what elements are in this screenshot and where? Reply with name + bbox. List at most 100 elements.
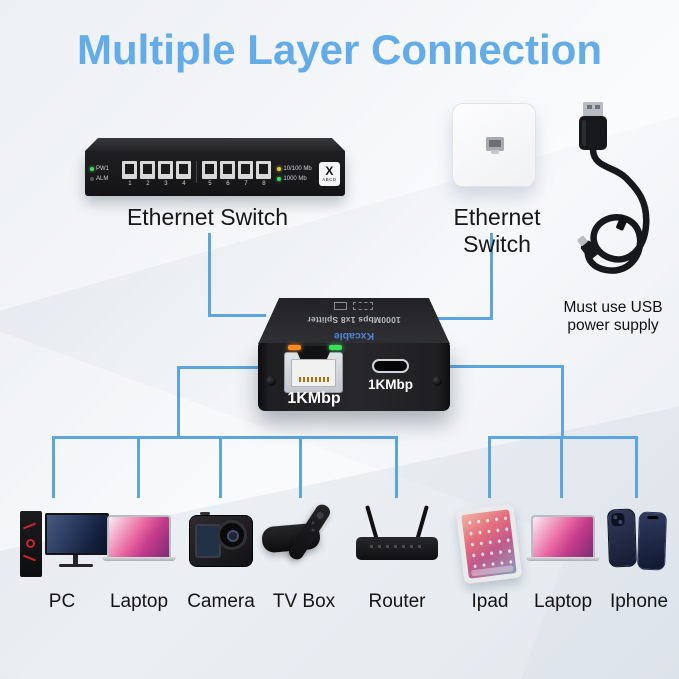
usb-cable-icon [577,102,650,274]
connection-line [488,436,491,498]
splitter-top-print: Kxcable 1000Mbps 1x8 Splitter [282,302,426,342]
port-number: 3 [164,180,168,187]
connection-line [437,317,493,320]
camera-icon [182,503,260,589]
splitter-brand: Kxcable [333,330,375,342]
connection-line [635,436,638,498]
rj45-port-icon: 7 [238,160,254,187]
device-label: Iphone [609,591,669,612]
rj45-port-icon: 5 [202,160,218,187]
device-router: Router [352,503,442,615]
device-camera: Camera [182,503,260,615]
rj45-hole [291,359,336,387]
ethernet-switch-caption: Ethernet Switch [126,204,289,230]
dashed-port-icon [353,302,374,310]
device-ipad: Ipad [450,503,530,615]
port-number: 1 [128,180,132,187]
laptop-icon [524,503,602,589]
screw-icon [266,376,276,386]
device-label: Camera [187,591,255,612]
switch-port-row: 1 2 3 4 5 6 7 8 [122,160,272,187]
port-number: 4 [182,180,186,187]
port-number: 2 [146,180,150,187]
ethernet-switch-image: PW1 ALM 1 2 3 4 5 6 7 8 [85,138,345,196]
splitter-model: 1000Mbps 1x8 Splitter [307,315,401,326]
orange-led-icon [288,345,301,350]
device-label: Laptop [533,591,593,612]
wall-jack-image [452,103,536,187]
device-label: Router [368,591,426,612]
port-number: 8 [262,180,266,187]
speed-led-100: 10/100 Mb [277,166,314,172]
device-label: Ipad [471,591,509,612]
usb-note-line2: power supply [567,316,659,334]
rj45-port-icon: 3 [158,160,174,187]
screw-icon [432,376,442,386]
connection-line [52,436,55,498]
connection-line [208,233,211,317]
brand-x: X [325,163,334,178]
usb-c-port-icon [372,359,409,373]
connection-line [490,233,493,320]
splitter-front-face: 1KMbp 1KMbp [258,343,450,411]
switch-front-face: PW1 ALM 1 2 3 4 5 6 7 8 [85,151,345,196]
connection-line [52,436,398,439]
usb-power-note: Must use USB power supply [552,299,674,335]
rj45-port-icon: 8 [256,160,272,187]
connection-line [219,436,222,498]
connection-line [177,366,283,369]
connection-line [450,365,564,368]
brand-abcd: ABCD [322,176,337,182]
rj45-port-icon: 6 [220,160,236,187]
device-label: Laptop [109,591,169,612]
rj45-pins [298,377,329,382]
device-label: TV Box [272,591,336,612]
device-iphone: Iphone [606,503,672,615]
speed-label-100: 10/100 Mb [283,165,312,172]
green-led-icon [277,176,282,181]
green-led-icon [329,345,342,350]
connection-line [137,436,140,498]
page-title: Multiple Layer Connection [76,26,603,73]
alm-label: ALM [96,175,109,182]
usbc-speed-label: 1KMbp [368,377,413,392]
switch-top-face [85,138,345,151]
port-number: 6 [226,180,230,187]
ipad-icon [450,503,530,589]
device-pc: PC [12,503,112,615]
dim-led-icon [90,176,94,181]
port-diagram-icon [334,302,348,310]
connection-line [395,436,398,498]
connection-line [299,436,302,498]
switch-speed-leds: 10/100 Mb 1000 Mb [277,166,314,182]
switch-brand-badge: X ABCD [318,161,340,186]
router-icon [352,503,442,589]
connection-line [177,366,180,439]
rj45-port-icon [284,346,343,393]
splitter-device-image: Kxcable 1000Mbps 1x8 Splitter 1KMbp 1KMb… [258,298,450,412]
alm-led: ALM [90,176,118,182]
yellow-led-icon [277,166,282,171]
pc-icon [12,503,112,589]
rj45-port-icon: 2 [140,160,156,187]
rj45-wall-port-icon [486,137,504,154]
switch-status-leds: PW1 ALM [90,166,118,182]
splitter-print-icons [334,302,374,310]
splitter-top-face: Kxcable 1000Mbps 1x8 Splitter [258,298,450,344]
device-label: PC [48,591,76,612]
connection-line [488,436,638,439]
device-laptop-1: Laptop [100,503,178,615]
rj45-speed-label: 1KMbp [287,390,341,407]
iphone-icon [606,503,672,589]
wall-jack-caption: Ethernet Switch [453,204,541,257]
green-led-icon [90,166,94,171]
pw1-label: PW1 [96,165,110,172]
connection-line [208,314,266,317]
port-group-divider [196,160,198,183]
connection-line [560,436,563,498]
laptop-icon [100,503,178,589]
port-number: 7 [244,180,248,187]
rj45-port-icon: 4 [176,160,192,187]
port-number: 5 [208,180,212,187]
